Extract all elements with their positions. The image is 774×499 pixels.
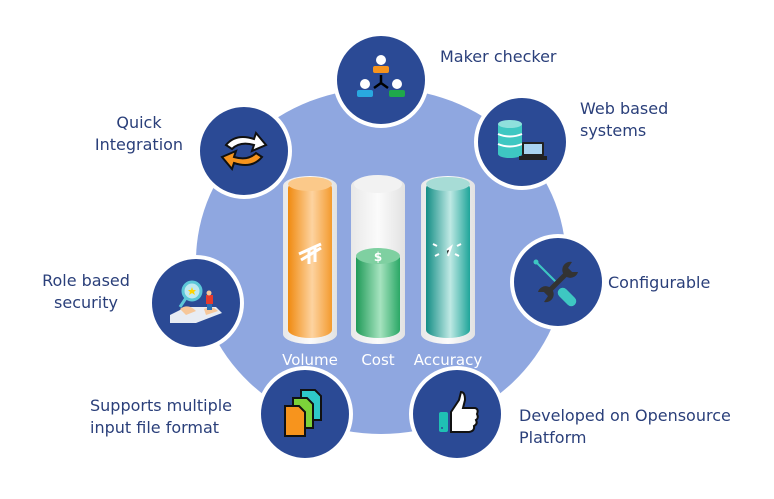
feature-label-web-based: Web based systems — [580, 98, 668, 142]
feature-label-configurable: Configurable — [608, 273, 711, 292]
feature-node-file-formats — [257, 366, 353, 462]
feature-node-opensource — [409, 366, 505, 462]
magnifier-hand-icon — [170, 280, 222, 323]
refresh-arrows-icon — [220, 130, 268, 172]
cost-label: Cost — [361, 351, 395, 369]
feature-label-maker-checker: Maker checker — [440, 47, 557, 66]
label-line: Integration — [94, 135, 184, 154]
label-line: input file format — [90, 418, 220, 437]
accuracy-cylinder-graphic — [421, 176, 475, 344]
wrench-screwdriver-icon — [533, 259, 578, 307]
chart-down-icon — [298, 242, 322, 264]
feature-node-role-security — [148, 255, 244, 351]
feature-node-maker-checker — [333, 32, 429, 128]
label-line: Quick — [116, 113, 162, 132]
accuracy-cylinder — [421, 170, 475, 350]
target-icon — [432, 243, 462, 257]
accuracy-label: Accuracy — [413, 351, 483, 369]
volume-cylinder — [283, 170, 337, 350]
dollar-icon: $ — [374, 250, 382, 264]
thumbs-up-icon — [439, 390, 479, 433]
feature-label-opensource: Developed on Opensource Platform — [519, 405, 731, 449]
feature-node-web-based — [474, 94, 570, 190]
feature-label-quick-integration: Quick Integration — [84, 112, 194, 156]
cost-cylinder: $ — [351, 170, 405, 350]
hierarchy-people-icon — [357, 55, 405, 97]
feature-label-file-formats: Supports multiple input file format — [90, 395, 232, 439]
label-line: Role based — [42, 271, 130, 290]
feature-label-role-security: Role based security — [36, 270, 136, 314]
database-laptop-icon — [497, 120, 547, 160]
cost-cylinder-graphic: $ — [351, 175, 405, 344]
feature-node-configurable — [510, 234, 606, 330]
label-line: security — [54, 293, 118, 312]
label-line: systems — [580, 121, 647, 140]
stacked-files-icon — [284, 389, 322, 437]
label-line: Developed on Opensource — [519, 406, 731, 425]
feature-node-quick-integration — [196, 103, 292, 199]
label-line: Supports multiple — [90, 396, 233, 415]
label-line: Web based — [580, 99, 669, 118]
volume-label: Volume — [282, 351, 338, 369]
label-line: Platform — [519, 428, 587, 447]
volume-cylinder-graphic — [283, 176, 337, 344]
